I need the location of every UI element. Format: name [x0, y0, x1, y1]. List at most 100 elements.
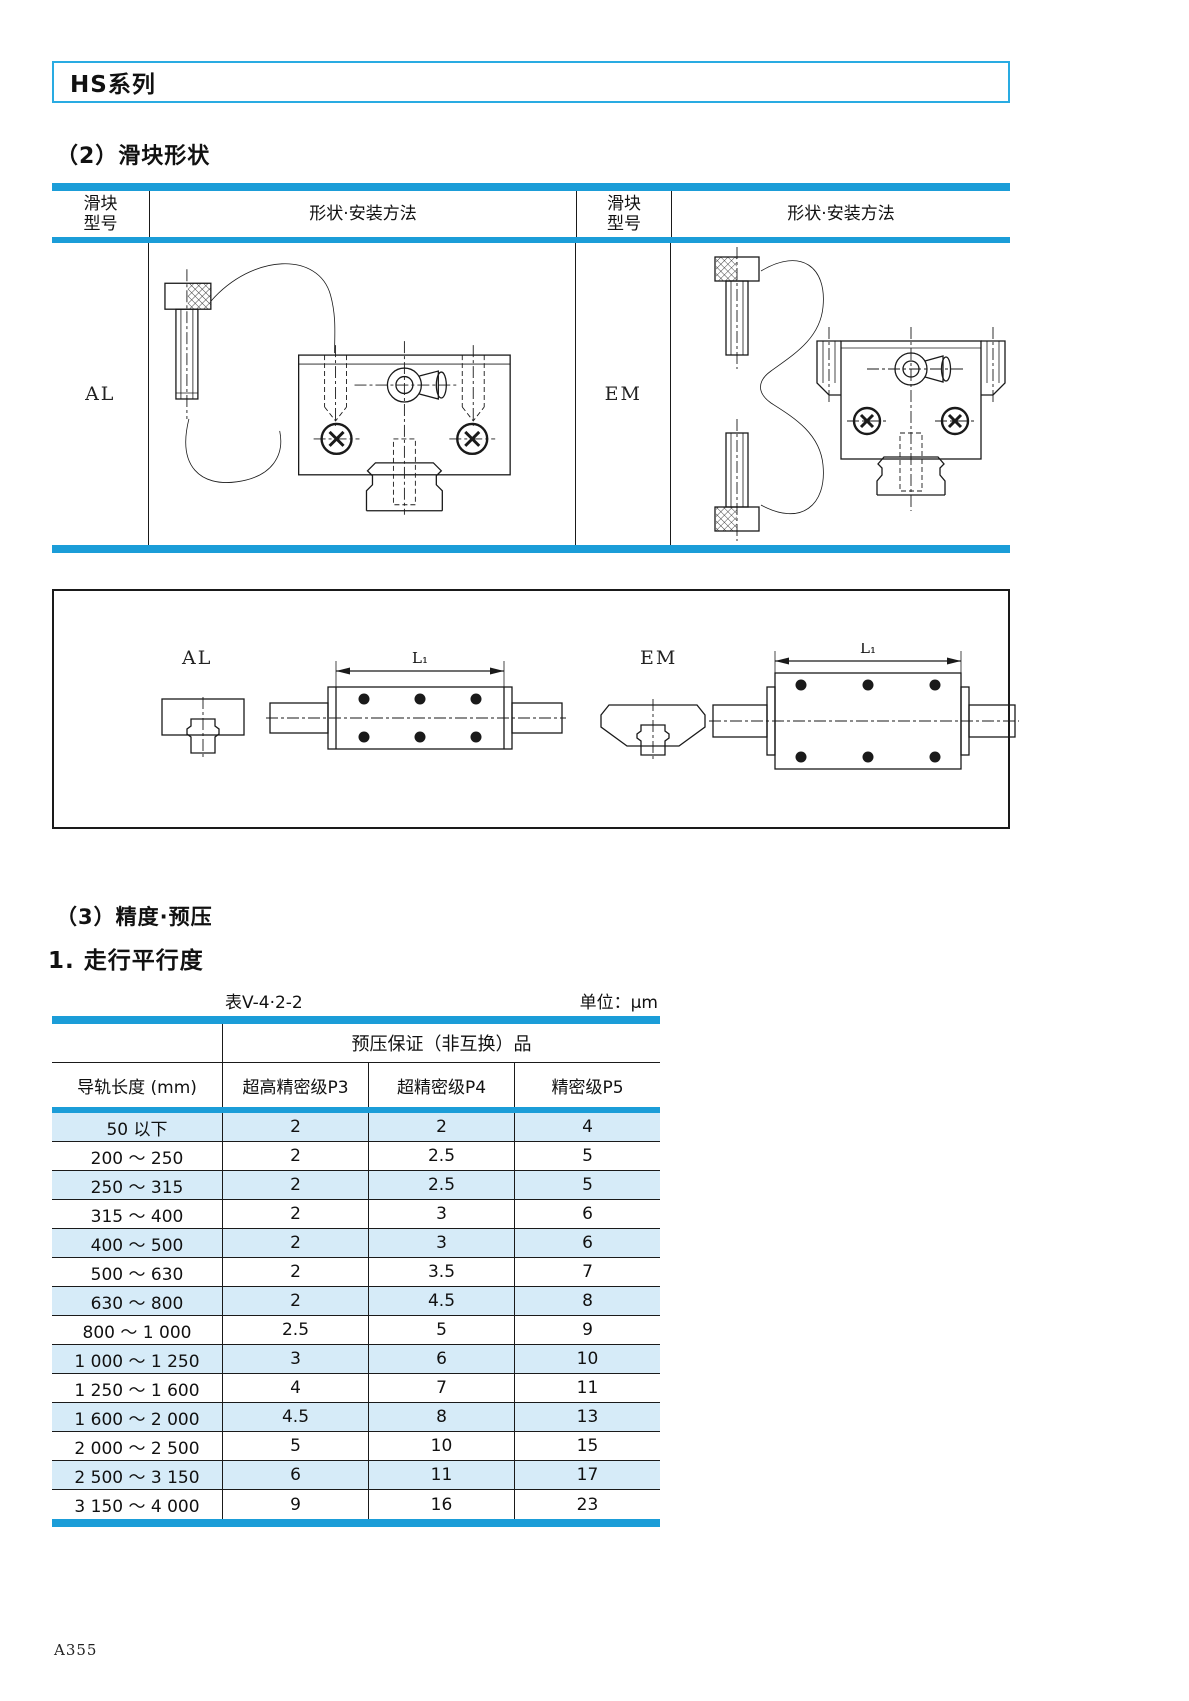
p3-value-cell: 2	[222, 1258, 368, 1286]
shape-column-header: 形状·安装方法	[671, 191, 1010, 237]
rail-length-cell: 2 000 ～ 2 500	[74, 1438, 200, 1459]
p3-value-cell: 2	[222, 1200, 368, 1228]
table-header-rule	[52, 237, 1010, 243]
table-row: 800 ～ 1 000 2.5 5 9	[52, 1316, 660, 1345]
p4-value-cell: 16	[368, 1490, 514, 1519]
rail-length-cell: 400 ～ 500	[90, 1235, 184, 1256]
p3-value-cell: 2.5	[222, 1316, 368, 1344]
rail-length-cell: 500 ～ 630	[90, 1264, 184, 1285]
em-profile-drawing	[600, 699, 706, 761]
rail-length-cell: 3 150 ～ 4 000	[74, 1497, 200, 1517]
preload-group-header: 预压保证（非互换）品	[222, 1024, 660, 1062]
rail-length-header: 导轨长度 (mm)	[77, 1077, 197, 1098]
al-drawing-cell	[148, 243, 575, 545]
p5-value-cell: 13	[514, 1403, 660, 1431]
table-top-rule	[52, 1016, 660, 1024]
grease-nipple	[387, 367, 448, 403]
rail-section	[366, 438, 444, 512]
rail-length-cell: 630 ～ 800	[90, 1293, 184, 1314]
unit-label: 单位：μm	[579, 993, 658, 1013]
table-row: 1 250 ～ 1 600 4 7 11	[52, 1374, 660, 1403]
p5-value-cell: 4	[514, 1113, 660, 1141]
rail-length-cell: 1 250 ～ 1 600	[74, 1380, 200, 1401]
rail-length-cell: 315 ～ 400	[90, 1206, 184, 1227]
p5-value-cell: 6	[514, 1200, 660, 1228]
table-row: 3 150 ～ 4 000 9 16 23	[52, 1490, 660, 1519]
leader-curve-lower	[185, 418, 282, 483]
series-title: HS系列	[70, 72, 156, 98]
model-cell-em: EM	[575, 243, 670, 545]
p4-value-cell: 7	[368, 1374, 514, 1402]
p4-value-cell: 3	[368, 1200, 514, 1228]
p3-value-cell: 2	[222, 1287, 368, 1315]
socket-head-bolt-bottom	[714, 419, 760, 541]
p3-value-cell: 9	[222, 1490, 368, 1519]
p5-value-cell: 8	[514, 1287, 660, 1315]
p5-header: 精密级P5	[514, 1063, 660, 1107]
socket-head-bolt	[164, 269, 212, 419]
p5-value-cell: 23	[514, 1490, 660, 1519]
table-row: 400 ～ 500 2 3 6	[52, 1229, 660, 1258]
p5-value-cell: 5	[514, 1142, 660, 1170]
p5-value-cell: 11	[514, 1374, 660, 1402]
p5-value-cell: 6	[514, 1229, 660, 1257]
table-row: 315 ～ 400 2 3 6	[52, 1200, 660, 1229]
p3-value-cell: 2	[222, 1113, 368, 1141]
p4-value-cell: 5	[368, 1316, 514, 1344]
section-heading-slider-shape: （2）滑块形状	[56, 144, 211, 169]
p3-value-cell: 2	[222, 1171, 368, 1199]
rail-screw-right	[935, 406, 975, 436]
p3-value-cell: 5	[222, 1432, 368, 1460]
section-heading-precision-preload: （3）精度·预压	[56, 905, 213, 929]
socket-head-bolt-top	[714, 247, 760, 369]
p4-value-cell: 3.5	[368, 1258, 514, 1286]
table-row: 630 ～ 800 2 4.5 8	[52, 1287, 660, 1316]
subsection-heading-running-parallelism: 1. 走行平行度	[48, 948, 204, 974]
slider-shape-table-body: AL	[52, 243, 1010, 545]
model-cell-al: AL	[85, 382, 116, 405]
leader-curve-upper	[211, 263, 336, 354]
page-number: A355	[54, 1641, 98, 1659]
em-figure-label: EM	[640, 647, 678, 669]
em-mounting-drawing	[714, 247, 1006, 541]
rail-length-cell: 50 以下	[106, 1119, 168, 1140]
table-row: 2 500 ～ 3 150 6 11 17	[52, 1461, 660, 1490]
table-row: 1 600 ～ 2 000 4.5 8 13	[52, 1403, 660, 1432]
table-row: 1 000 ～ 1 250 3 6 10	[52, 1345, 660, 1374]
table-row: 250 ～ 315 2 2.5 5	[52, 1171, 660, 1200]
p3-value-cell: 4	[222, 1374, 368, 1402]
p3-value-cell: 3	[222, 1345, 368, 1373]
table-row: 500 ～ 630 2 3.5 7	[52, 1258, 660, 1287]
series-title-box: HS系列	[52, 61, 1010, 103]
parallelism-table-body: 50 以下 2 2 4 200 ～ 250 2 2.5 5 250 ～ 315 …	[52, 1113, 660, 1519]
p4-value-cell: 11	[368, 1461, 514, 1489]
p5-value-cell: 9	[514, 1316, 660, 1344]
rail-length-cell: 1 600 ～ 2 000	[74, 1409, 200, 1430]
em-length-dim-label: L₁	[860, 643, 876, 657]
outline-figure-box: AL EM L₁	[52, 589, 1019, 829]
p3-value-cell: 6	[222, 1461, 368, 1489]
leader-curve	[760, 260, 824, 515]
p5-value-cell: 15	[514, 1432, 660, 1460]
table-caption: 表V-4·2-2	[225, 993, 303, 1013]
table-row: 2 000 ～ 2 500 5 10 15	[52, 1432, 660, 1461]
table-top-rule	[52, 183, 1010, 191]
shape-column-header: 形状·安装方法	[149, 191, 576, 237]
p4-value-cell: 6	[368, 1345, 514, 1373]
group-header-spacer	[52, 1024, 222, 1062]
al-length-dim-label: L₁	[412, 649, 428, 667]
rail-length-cell: 2 500 ～ 3 150	[74, 1467, 200, 1488]
p4-value-cell: 4.5	[368, 1287, 514, 1315]
rail-length-cell: 1 000 ～ 1 250	[74, 1351, 200, 1372]
p4-value-cell: 2.5	[368, 1171, 514, 1199]
p5-value-cell: 17	[514, 1461, 660, 1489]
table-row: 200 ～ 250 2 2.5 5	[52, 1142, 660, 1171]
p4-value-cell: 10	[368, 1432, 514, 1460]
table-header-rule	[52, 1107, 660, 1113]
table-row: 50 以下 2 2 4	[52, 1113, 660, 1142]
rail-length-cell: 250 ～ 315	[90, 1177, 184, 1198]
em-drawing-cell	[670, 243, 1010, 545]
p5-value-cell: 5	[514, 1171, 660, 1199]
p4-value-cell: 2.5	[368, 1142, 514, 1170]
